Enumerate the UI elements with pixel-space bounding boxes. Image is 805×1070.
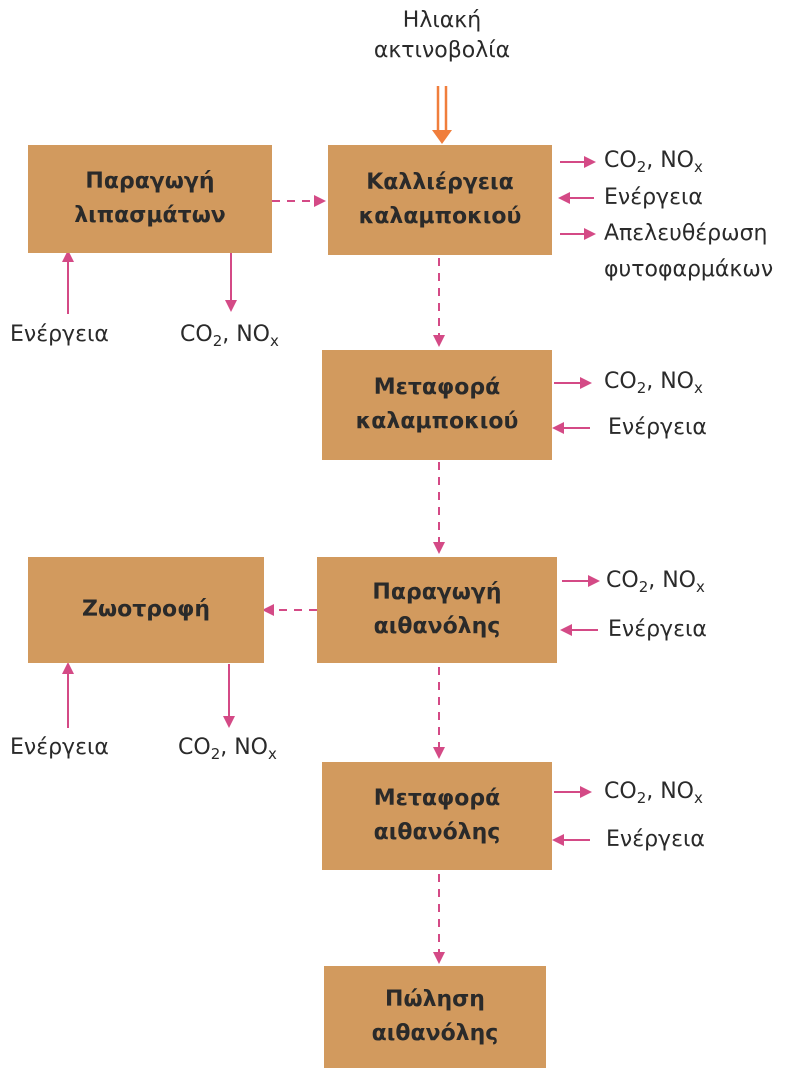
cultivation-energy-label: Ενέργεια xyxy=(604,185,703,210)
production-energy-label: Ενέργεια xyxy=(608,617,707,642)
box-animal-feed: Ζωοτροφή xyxy=(28,557,264,663)
box-ethanol-sale: Πώληση αιθανόλης xyxy=(324,966,546,1068)
ethanol-transport-energy-label: Ενέργεια xyxy=(606,827,705,852)
production-emission-label: CO2, NOx xyxy=(606,568,705,596)
feed-energy-label: Ενέργεια xyxy=(10,735,109,760)
cultivation-emission-label: CO2, NOx xyxy=(604,148,703,176)
fertilizer-emission-label: CO2, NOx xyxy=(180,322,279,350)
box-ethanol-transport: Μεταφορά αιθανόλης xyxy=(322,762,552,870)
corn-transport-emission-label: CO2, NOx xyxy=(604,369,703,397)
box-corn-transport: Μεταφορά καλαμποκιού xyxy=(322,350,552,460)
corn-transport-energy-label: Ενέργεια xyxy=(608,415,707,440)
feed-emission-label: CO2, NOx xyxy=(178,735,277,763)
solar-radiation-label: Ηλιακή ακτινοβολία xyxy=(373,8,511,63)
box-fertilizer-production: Παραγωγή λιπασμάτων xyxy=(28,145,272,253)
box-ethanol-production: Παραγωγή αιθανόλης xyxy=(317,557,557,663)
cultivation-pesticide-label: Απελευθέρωση φυτοφαρμάκων xyxy=(604,221,774,282)
solar-radiation-arrow xyxy=(432,86,452,144)
ethanol-transport-emission-label: CO2, NOx xyxy=(604,779,703,807)
fertilizer-energy-label: Ενέργεια xyxy=(10,322,109,347)
box-corn-cultivation: Καλλιέργεια καλαμποκιού xyxy=(328,145,552,255)
